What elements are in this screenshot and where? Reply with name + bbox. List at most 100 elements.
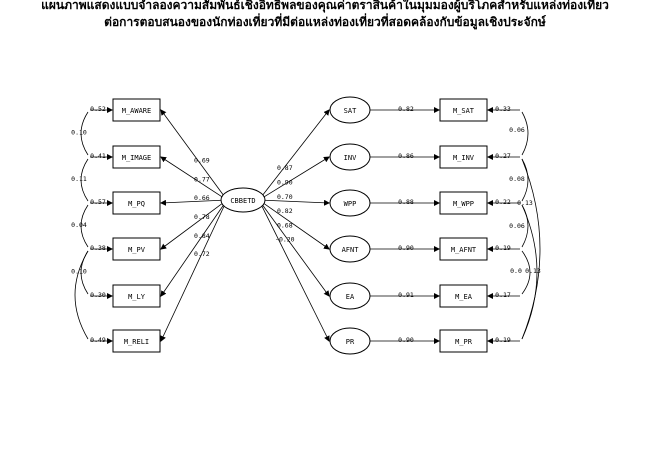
path-value-pr: -0.20	[275, 236, 295, 244]
covariance-value-right-3: 0.06	[509, 222, 525, 230]
covariance-value-right-6: 0.13	[517, 199, 533, 207]
indicator-label-m_pr: M_PR	[455, 338, 473, 346]
indicator-box-m_pv	[112, 237, 161, 261]
measure-value-pr: 0.90	[398, 336, 414, 344]
indicator-box-m_inv	[439, 145, 488, 169]
indicator-box-m_ly	[112, 284, 161, 308]
covariance-value-left-1: 0.10	[71, 129, 87, 137]
loading-arrow-m_reli	[160, 205, 225, 342]
path-arrow-ea	[261, 203, 330, 297]
measure-value-ea: 0.91	[398, 291, 414, 299]
covariance-curve-left-1	[80, 111, 89, 156]
indicator-box-m_sat	[439, 98, 488, 122]
error-value-m_pv: 0.38	[90, 244, 106, 252]
measure-value-inv: 0.86	[398, 152, 414, 160]
indicator-box-m_image	[112, 145, 161, 169]
indicator-box-m_ea	[439, 284, 488, 308]
latent-ellipse-center	[220, 187, 266, 213]
indicator-label-m_pv: M_PV	[128, 246, 146, 254]
diagram-title-line-2: ต่อการตอบสนองของนักท่องเที่ยวที่มีต่อแหล…	[104, 15, 546, 29]
covariance-curve-left-long	[74, 250, 89, 340]
indicator-label-m_wpp: M_WPP	[453, 200, 474, 208]
error-value-m_wpp: 0.22	[495, 198, 511, 206]
diagram-title-line-1: แผนภาพแสดงแบบจำลองความสัมพันธ์เชิงอิทธิพ…	[41, 0, 609, 12]
construct-label-wpp: WPP	[344, 200, 357, 208]
error-value-m_sat: 0.33	[495, 105, 511, 113]
measure-value-afnt: 0.90	[398, 244, 414, 252]
loading-value-m_ly: 0.84	[194, 232, 210, 240]
construct-ellipse-ea	[329, 282, 371, 310]
construct-label-sat: SAT	[344, 107, 357, 115]
indicator-box-m_reli	[112, 329, 161, 353]
path-value-sat: 0.87	[277, 164, 293, 172]
indicator-label-m_ly: M_LY	[128, 293, 146, 301]
path-value-afnt: 0.82	[277, 207, 293, 215]
covariance-value-left-4: 0.10	[71, 268, 87, 276]
loading-value-m_reli: 0.72	[194, 250, 210, 258]
construct-ellipse-pr	[329, 327, 371, 355]
construct-ellipse-wpp	[329, 189, 371, 217]
construct-label-ea: EA	[346, 293, 355, 301]
covariance-curve-left-3	[80, 204, 89, 248]
path-arrow-wpp	[261, 199, 330, 206]
loading-arrow-m_pq	[160, 199, 225, 206]
error-value-m_afnt: 0.19	[495, 244, 511, 252]
covariance-value-right-5: 0.0	[510, 267, 522, 275]
loading-arrow-m_image	[160, 156, 225, 199]
construct-ellipse-sat	[329, 96, 371, 124]
indicator-label-m_aware: M_AWARE	[122, 107, 152, 115]
indicator-label-m_pq: M_PQ	[128, 200, 145, 208]
path-arrow-inv	[261, 156, 330, 199]
covariance-curve-right-4	[521, 158, 541, 340]
indicator-box-m_wpp	[439, 191, 488, 215]
covariance-curve-right-1	[521, 111, 529, 156]
error-value-m_pr: 0.19	[495, 336, 511, 344]
error-value-m_image: 0.41	[90, 152, 106, 160]
covariance-curve-right-5	[521, 250, 531, 295]
path-value-inv: 0.90	[277, 179, 293, 187]
construct-label-afnt: AFNT	[342, 246, 360, 254]
indicator-box-m_pr	[439, 329, 488, 353]
indicator-label-m_reli: M_RELI	[124, 338, 149, 346]
measure-value-sat: 0.82	[398, 105, 414, 113]
indicator-label-m_inv: M_INV	[453, 154, 475, 162]
loading-value-m_aware: 0.69	[194, 157, 210, 165]
error-value-m_inv: 0.27	[495, 152, 511, 160]
indicator-label-m_ea: M_EA	[455, 293, 473, 301]
error-value-m_ea: 0.17	[495, 291, 511, 299]
path-value-ea: 0.68	[277, 222, 293, 230]
indicator-label-m_afnt: M_AFNT	[451, 246, 477, 254]
construct-ellipse-afnt	[329, 235, 371, 263]
loading-value-m_image: 0.77	[194, 176, 210, 184]
measure-value-wpp: 0.88	[398, 198, 414, 206]
covariance-value-right-2: 0.08	[509, 175, 525, 183]
construct-label-pr: PR	[346, 338, 355, 346]
covariance-value-left-2: 0.11	[71, 175, 87, 183]
covariance-value-left-3: 0.04	[71, 221, 87, 229]
covariance-curve-right-6	[521, 204, 538, 340]
construct-ellipse-inv	[329, 143, 371, 171]
loading-value-m_pq: 0.66	[194, 194, 210, 202]
path-arrow-pr	[261, 205, 330, 342]
error-value-m_pq: 0.57	[90, 198, 106, 206]
loading-arrow-m_ly	[160, 203, 225, 297]
path-value-wpp: 0.70	[277, 193, 293, 201]
path-arrow-sat	[261, 109, 330, 197]
covariance-value-right-1: 0.06	[509, 126, 525, 134]
latent-label-center: CBBETD	[230, 197, 255, 205]
indicator-box-m_aware	[112, 98, 161, 122]
indicator-label-m_image: M_IMAGE	[122, 154, 152, 162]
loading-value-m_pv: 0.78	[194, 213, 210, 221]
error-value-m_ly: 0.30	[90, 291, 106, 299]
path-arrow-afnt	[261, 201, 330, 250]
indicator-box-m_pq	[112, 191, 161, 215]
covariance-curve-left-2	[80, 158, 89, 202]
error-value-m_aware: 0.52	[90, 105, 106, 113]
loading-arrow-m_pv	[160, 201, 225, 250]
indicator-label-m_sat: M_SAT	[453, 107, 475, 115]
error-value-m_reli: 0.49	[90, 336, 106, 344]
covariance-value-right-4: 0.13	[525, 267, 541, 275]
construct-label-inv: INV	[344, 154, 357, 162]
loading-arrow-m_aware	[160, 109, 225, 197]
